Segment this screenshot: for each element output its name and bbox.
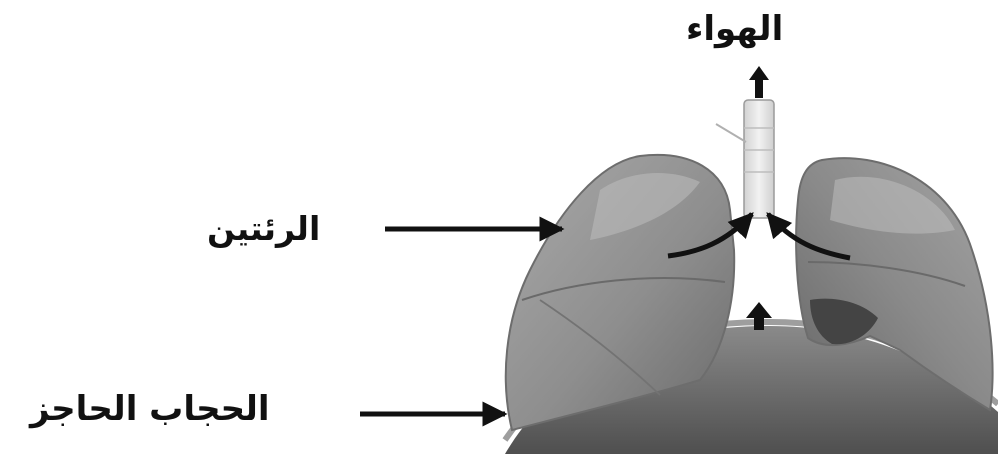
diaphragm-label: الحجاب الحاجز [30,389,270,429]
air-arrow-head [749,66,769,80]
right-lung-highlight [830,176,955,234]
bronchus-arrow-left [667,212,754,259]
air-arrow-shaft [755,78,763,98]
right-lung-lobe-line [807,261,966,287]
diaphragm-arrow-head [746,302,772,318]
right-lung-notch [810,298,878,345]
left-lung-lobe-line [521,277,726,301]
left-lung-highlight [590,172,700,240]
diaphragm-arrow-shaft [754,316,764,330]
air-label: الهواء [686,9,784,49]
trachea-branch-mark [715,123,747,143]
lungs-label: الرئتين [207,209,321,248]
bronchus-arrow-right [766,212,851,261]
trachea [743,99,775,219]
left-lung-lower-lobe-line [539,299,661,396]
